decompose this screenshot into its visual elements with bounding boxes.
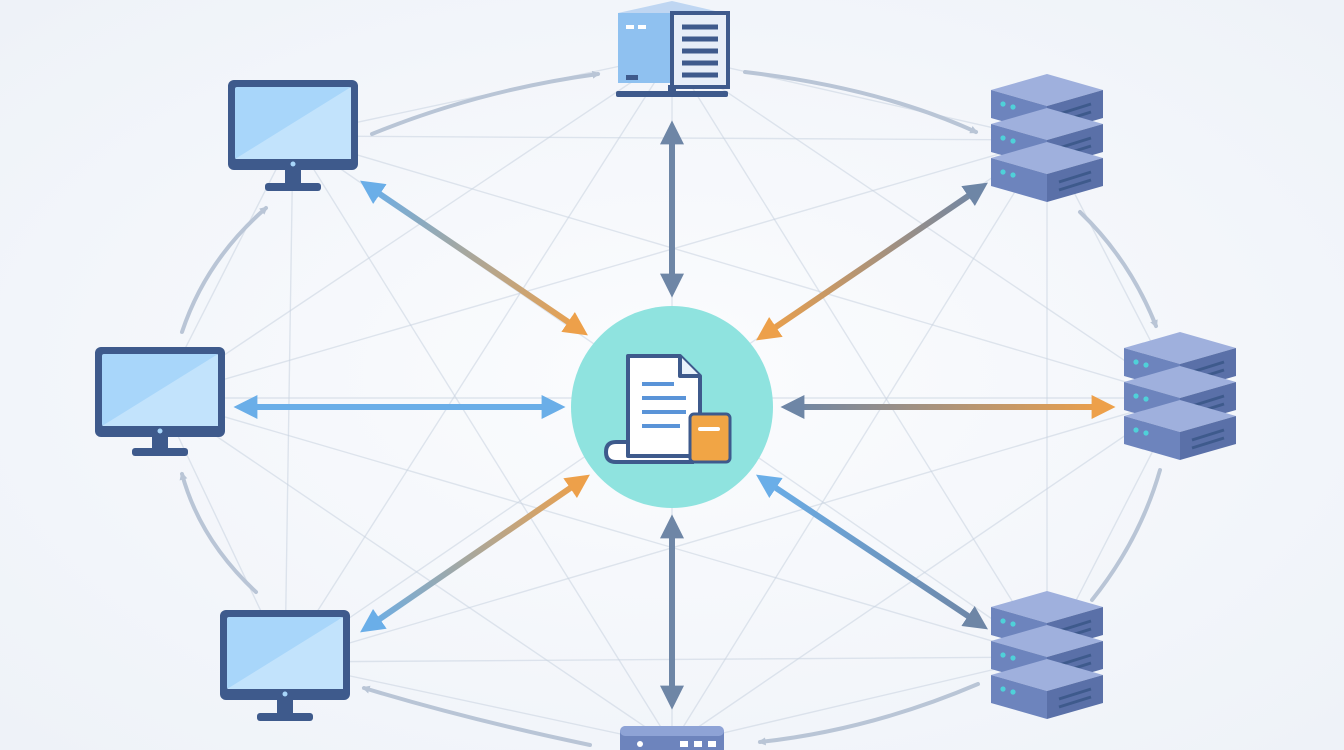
node-server-bottom-right[interactable] bbox=[991, 591, 1103, 719]
server-stack-icon bbox=[1124, 332, 1236, 460]
ring-arrow-server-bottom-right-to-switch-bottom bbox=[757, 682, 980, 746]
monitor-icon bbox=[220, 610, 350, 721]
node-server-mid-right[interactable] bbox=[1124, 332, 1236, 460]
ring-arrows bbox=[179, 70, 1162, 747]
hub-links bbox=[233, 120, 1116, 710]
hub-link-server-top-right bbox=[756, 182, 988, 341]
ring-arrow-server-top-right-to-server-mid-right bbox=[1078, 210, 1158, 329]
mesh-line bbox=[292, 135, 1181, 399]
server-rack-unit bbox=[991, 659, 1103, 719]
node-pc-bottom-left[interactable] bbox=[220, 610, 350, 721]
monitor-icon bbox=[95, 347, 225, 456]
node-switch-bottom[interactable] bbox=[620, 726, 724, 750]
mesh-line bbox=[292, 135, 673, 746]
hub-link-pc-bottom-left bbox=[360, 474, 590, 633]
hub-link-pc-top-left bbox=[360, 180, 588, 336]
server-rack-unit bbox=[1124, 366, 1236, 426]
server-rack-unit bbox=[991, 142, 1103, 202]
mesh-line bbox=[671, 54, 1048, 141]
hub-node[interactable] bbox=[571, 306, 773, 508]
tower-server-icon bbox=[616, 1, 730, 97]
ring-arrow-pc-mid-left-to-pc-top-left bbox=[180, 206, 268, 334]
mesh-line bbox=[671, 656, 1048, 746]
network-switch-icon bbox=[620, 726, 724, 750]
server-rack-unit bbox=[991, 625, 1103, 685]
mesh-line bbox=[284, 54, 673, 663]
ring-arrow-tower-top-to-server-top-right bbox=[743, 70, 979, 134]
node-pc-top-left[interactable] bbox=[228, 80, 358, 191]
ring-arrow-pc-top-left-to-tower-top bbox=[370, 70, 601, 136]
ring-arrow-pc-bottom-left-to-pc-mid-left bbox=[179, 471, 258, 594]
document-folder-icon bbox=[603, 354, 732, 464]
server-stack-icon bbox=[991, 74, 1103, 202]
ring-arrow-switch-bottom-to-pc-bottom-left bbox=[361, 685, 592, 747]
hub-link-server-bottom-right bbox=[756, 474, 988, 630]
node-server-top-right[interactable] bbox=[991, 74, 1103, 202]
node-tower-top[interactable] bbox=[616, 1, 730, 97]
server-rack-unit bbox=[1124, 400, 1236, 460]
ring-arrow-server-mid-right-to-server-bottom-right bbox=[1090, 468, 1162, 602]
monitor-icon bbox=[228, 80, 358, 191]
server-stack-icon bbox=[991, 591, 1103, 719]
node-pc-mid-left[interactable] bbox=[95, 347, 225, 456]
